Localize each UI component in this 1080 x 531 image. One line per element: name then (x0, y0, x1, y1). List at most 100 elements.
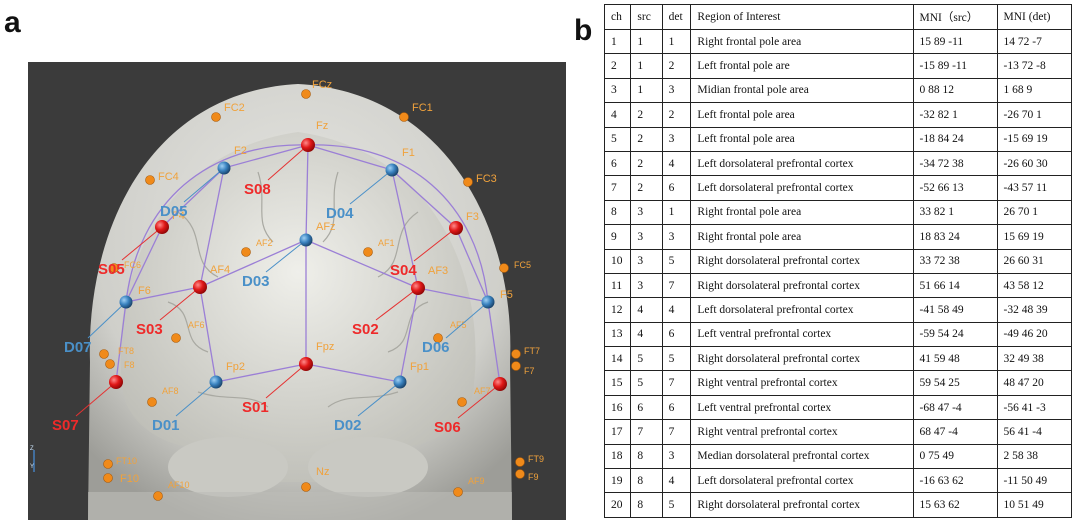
detector-label: D07 (64, 339, 92, 356)
channel-link (161, 167, 225, 228)
position-dot (301, 89, 311, 99)
source-optode (193, 280, 207, 294)
channel-link (125, 286, 201, 303)
cell-src: 5 (630, 370, 663, 396)
col-header-ch: ch (603, 4, 632, 30)
cell-det: 1 (661, 28, 692, 55)
source-leader-line (159, 286, 201, 321)
position-label: AF10 (168, 480, 190, 490)
detector-optode (385, 163, 399, 177)
cell-roi: Left ventral prefrontal cortex (690, 321, 914, 348)
cell-mni-src: -15 89 -11 (912, 53, 998, 79)
position-dot (241, 247, 251, 257)
position-dot (515, 469, 525, 479)
position-dot (433, 333, 443, 343)
cell-det: 2 (661, 102, 692, 128)
position-dot (103, 473, 113, 483)
cell-mni-det: -15 69 19 (996, 126, 1073, 152)
cell-ch: 7 (603, 175, 632, 201)
detector-optode (393, 375, 407, 389)
position-label: F7 (524, 366, 535, 376)
position-dot (511, 361, 521, 371)
cell-roi: Right dorsolateral prefrontal cortex (690, 346, 914, 372)
cell-mni-det: 2 58 38 (996, 443, 1073, 470)
cell-src: 4 (630, 297, 663, 323)
col-header-mni-src: MNI（src） (912, 4, 998, 30)
cell-det: 5 (661, 248, 692, 274)
cell-src: 3 (630, 224, 663, 250)
cell-mni-det: -32 48 39 (996, 297, 1073, 323)
position-label: F10 (120, 473, 139, 485)
position-label: F8 (124, 360, 135, 370)
cell-mni-det: -43 57 11 (996, 175, 1073, 201)
cell-ch: 9 (603, 224, 632, 250)
position-dot (211, 112, 221, 122)
cell-src: 1 (630, 53, 663, 79)
detector-optode (217, 161, 231, 175)
cell-src: 1 (630, 28, 663, 55)
cell-ch: 1 (603, 28, 632, 55)
position-label: AF4 (210, 264, 230, 276)
detector-label: D01 (152, 417, 180, 434)
cell-mni-det: 15 69 19 (996, 224, 1073, 250)
position-dot (145, 175, 155, 185)
cell-roi: Left dorsolateral prefrontal cortex (690, 150, 914, 177)
position-label: FC5 (514, 260, 531, 270)
col-header-roi: Region of Interest (690, 4, 914, 30)
source-label: S01 (242, 399, 269, 416)
detector-leader-line (183, 167, 225, 203)
position-dot (453, 487, 463, 497)
detector-leader-line (349, 169, 393, 205)
axis-y-label: Y (30, 464, 34, 470)
cell-src: 2 (630, 126, 663, 152)
detector-optode (299, 233, 313, 247)
cell-mni-det: 10 51 49 (996, 492, 1073, 518)
cell-src: 8 (630, 443, 663, 470)
cell-ch: 3 (603, 77, 632, 104)
cell-det: 4 (661, 297, 692, 323)
position-label: AF2 (256, 238, 273, 248)
cell-src: 2 (630, 102, 663, 128)
source-label: S02 (352, 321, 379, 338)
cell-mni-src: -59 54 24 (912, 321, 998, 348)
cell-det: 6 (661, 394, 692, 421)
cell-roi: Midian frontal pole area (690, 77, 914, 104)
position-dot (301, 482, 311, 492)
source-optode (493, 377, 507, 391)
detector-leader-line (357, 381, 401, 417)
cell-ch: 4 (603, 102, 632, 128)
position-dot (463, 177, 473, 187)
channel-link (455, 227, 489, 303)
cell-mni-src: 33 82 1 (912, 199, 998, 226)
channel-link (305, 144, 309, 241)
cell-ch: 6 (603, 150, 632, 177)
cell-det: 4 (661, 468, 692, 494)
position-label: FC1 (412, 102, 433, 114)
position-dot (153, 491, 163, 501)
channel-link (417, 287, 489, 303)
lower-lobe-right (308, 437, 428, 497)
cell-mni-det: -11 50 49 (996, 468, 1073, 494)
cell-roi: Left frontal pole are (690, 53, 914, 79)
detector-label: D04 (326, 205, 354, 222)
channel-link (199, 167, 225, 288)
source-leader-line (413, 227, 457, 262)
cell-roi: Median dorsolateral prefrontal cortex (690, 443, 914, 470)
cell-roi: Left dorsolateral prefrontal cortex (690, 297, 914, 323)
detector-optode (481, 295, 495, 309)
cell-mni-det: -49 46 20 (996, 321, 1073, 348)
cell-mni-src: 15 89 -11 (912, 28, 998, 55)
cell-det: 7 (661, 370, 692, 396)
position-label: Fp1 (410, 361, 429, 373)
cell-det: 3 (661, 77, 692, 104)
detector-optode (119, 295, 133, 309)
cell-det: 3 (661, 126, 692, 152)
cell-det: 4 (661, 150, 692, 177)
